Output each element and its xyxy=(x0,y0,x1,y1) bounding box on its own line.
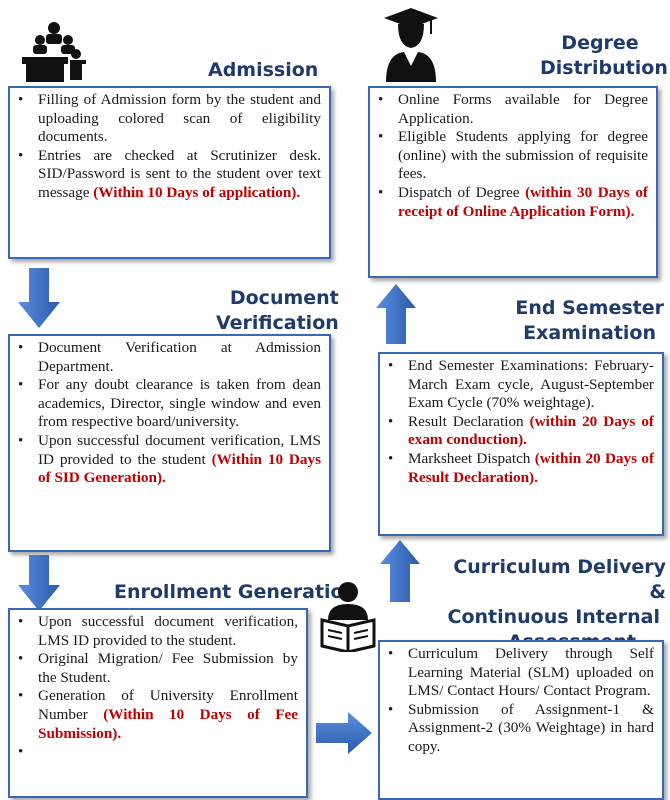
admission-item-text: Filling of Admission form by the student… xyxy=(38,91,321,146)
enrollment-list: Upon successful document verification, L… xyxy=(16,613,298,762)
graduate-icon xyxy=(384,8,438,82)
end-semester-heading-line2: Examination xyxy=(523,322,656,344)
degree-item: Dispatch of Degree (within 30 Days of re… xyxy=(376,184,648,221)
admission-item: Filling of Admission form by the student… xyxy=(16,91,321,147)
admission-item: Entries are checked at Scrutinizer desk.… xyxy=(16,147,321,203)
curriculum-item: Curriculum Delivery through Self Learnin… xyxy=(386,645,654,701)
enrollment-item: Generation of University Enrollment Numb… xyxy=(16,687,298,743)
degree-box: Online Forms available for Degree Applic… xyxy=(368,86,658,278)
end-semester-item-text: Result Declaration xyxy=(408,412,530,430)
doc-heading-line1: Document xyxy=(229,287,339,309)
document-verification-item-deadline: (Within 10 Days of SID Generation). xyxy=(38,450,321,487)
end-semester-item-text: Marksheet Dispatch xyxy=(408,449,535,467)
degree-item: Eligible Students applying for degree (o… xyxy=(376,128,648,184)
degree-heading-line1: Degree xyxy=(561,32,639,54)
document-verification-list: Document Verification at Admission Depar… xyxy=(16,339,321,488)
curriculum-list: Curriculum Delivery through Self Learnin… xyxy=(386,645,654,757)
document-verification-heading: Document Verification xyxy=(216,286,339,336)
degree-item-text: Online Forms available for Degree Applic… xyxy=(398,91,648,127)
degree-list: Online Forms available for Degree Applic… xyxy=(376,91,648,221)
down-arrow-icon xyxy=(18,268,60,328)
end-semester-box: End Semester Examinations: February-Marc… xyxy=(378,352,664,536)
end-semester-item-text: End Semester Examinations: February-Marc… xyxy=(408,357,654,412)
curriculum-heading-line1: Curriculum Delivery & xyxy=(453,556,666,603)
document-verification-item: Document Verification at Admission Depar… xyxy=(16,339,321,376)
curriculum-item: Submission of Assignment-1 & Assignment-… xyxy=(386,701,654,757)
admission-box: Filling of Admission form by the student… xyxy=(8,86,331,259)
end-semester-item: Marksheet Dispatch (within 20 Days of Re… xyxy=(386,450,654,487)
degree-heading: Degree Distribution xyxy=(540,31,668,81)
admission-item-text: Entries are checked at Scrutinizer desk.… xyxy=(38,146,321,201)
right-arrow-icon xyxy=(316,712,372,754)
curriculum-item-text: Submission of Assignment-1 & Assignment-… xyxy=(408,700,654,755)
document-verification-item-text: Document Verification at Admission Depar… xyxy=(38,339,321,375)
down-arrow-icon xyxy=(18,555,60,611)
document-verification-box: Document Verification at Admission Depar… xyxy=(8,334,331,552)
enrollment-item: Original Migration/ Fee Submission by th… xyxy=(16,650,298,687)
classroom-icon xyxy=(18,20,90,84)
enrollment-item: Upon successful document verification, L… xyxy=(16,613,298,650)
enrollment-heading: Enrollment Generation xyxy=(114,581,358,603)
degree-item-deadline: (within 30 Days of receipt of Online App… xyxy=(398,183,648,220)
end-semester-item: Result Declaration (within 20 Days of ex… xyxy=(386,413,654,450)
document-verification-item-text: For any doubt clearance is taken from de… xyxy=(38,376,321,431)
reader-icon xyxy=(318,580,378,654)
up-arrow-icon xyxy=(380,540,420,602)
curriculum-box: Curriculum Delivery through Self Learnin… xyxy=(378,640,664,800)
admission-heading: Admission xyxy=(208,59,319,81)
enrollment-item-text: Upon successful document verification, L… xyxy=(38,613,298,649)
document-verification-item-text: Upon successful document verification, L… xyxy=(38,431,321,468)
end-semester-list: End Semester Examinations: February-Marc… xyxy=(386,357,654,487)
admission-item-deadline: (Within 10 Days of application). xyxy=(93,183,301,201)
degree-item: Online Forms available for Degree Applic… xyxy=(376,91,648,128)
end-semester-heading-line1: End Semester xyxy=(515,297,664,319)
end-semester-item-deadline: (within 20 Days of Result Declaration). xyxy=(408,449,655,486)
enrollment-item-text: Generation of University Enrollment Numb… xyxy=(38,687,298,723)
doc-heading-line2: Verification xyxy=(216,312,339,334)
admission-list: Filling of Admission form by the student… xyxy=(16,91,321,203)
enrollment-item-deadline: (Within 10 Days of Fee Submission). xyxy=(38,705,298,742)
end-semester-item: End Semester Examinations: February-Marc… xyxy=(386,357,654,413)
enrollment-item-text: Original Migration/ Fee Submission by th… xyxy=(38,650,298,686)
degree-item-text: Dispatch of Degree xyxy=(398,183,526,201)
document-verification-item: For any doubt clearance is taken from de… xyxy=(16,376,321,432)
end-semester-heading: End Semester Examination xyxy=(500,296,664,346)
up-arrow-icon xyxy=(376,284,416,344)
degree-item-text: Eligible Students applying for degree (o… xyxy=(398,128,648,183)
curriculum-heading-line2: Continuous Internal xyxy=(447,606,660,628)
curriculum-item-text: Curriculum Delivery through Self Learnin… xyxy=(408,645,654,700)
enrollment-box: Upon successful document verification, L… xyxy=(8,608,308,798)
end-semester-item-deadline: (within 20 Days of exam conduction). xyxy=(408,412,654,449)
degree-heading-line2: Distribution xyxy=(540,57,668,79)
document-verification-item: Upon successful document verification, L… xyxy=(16,432,321,488)
